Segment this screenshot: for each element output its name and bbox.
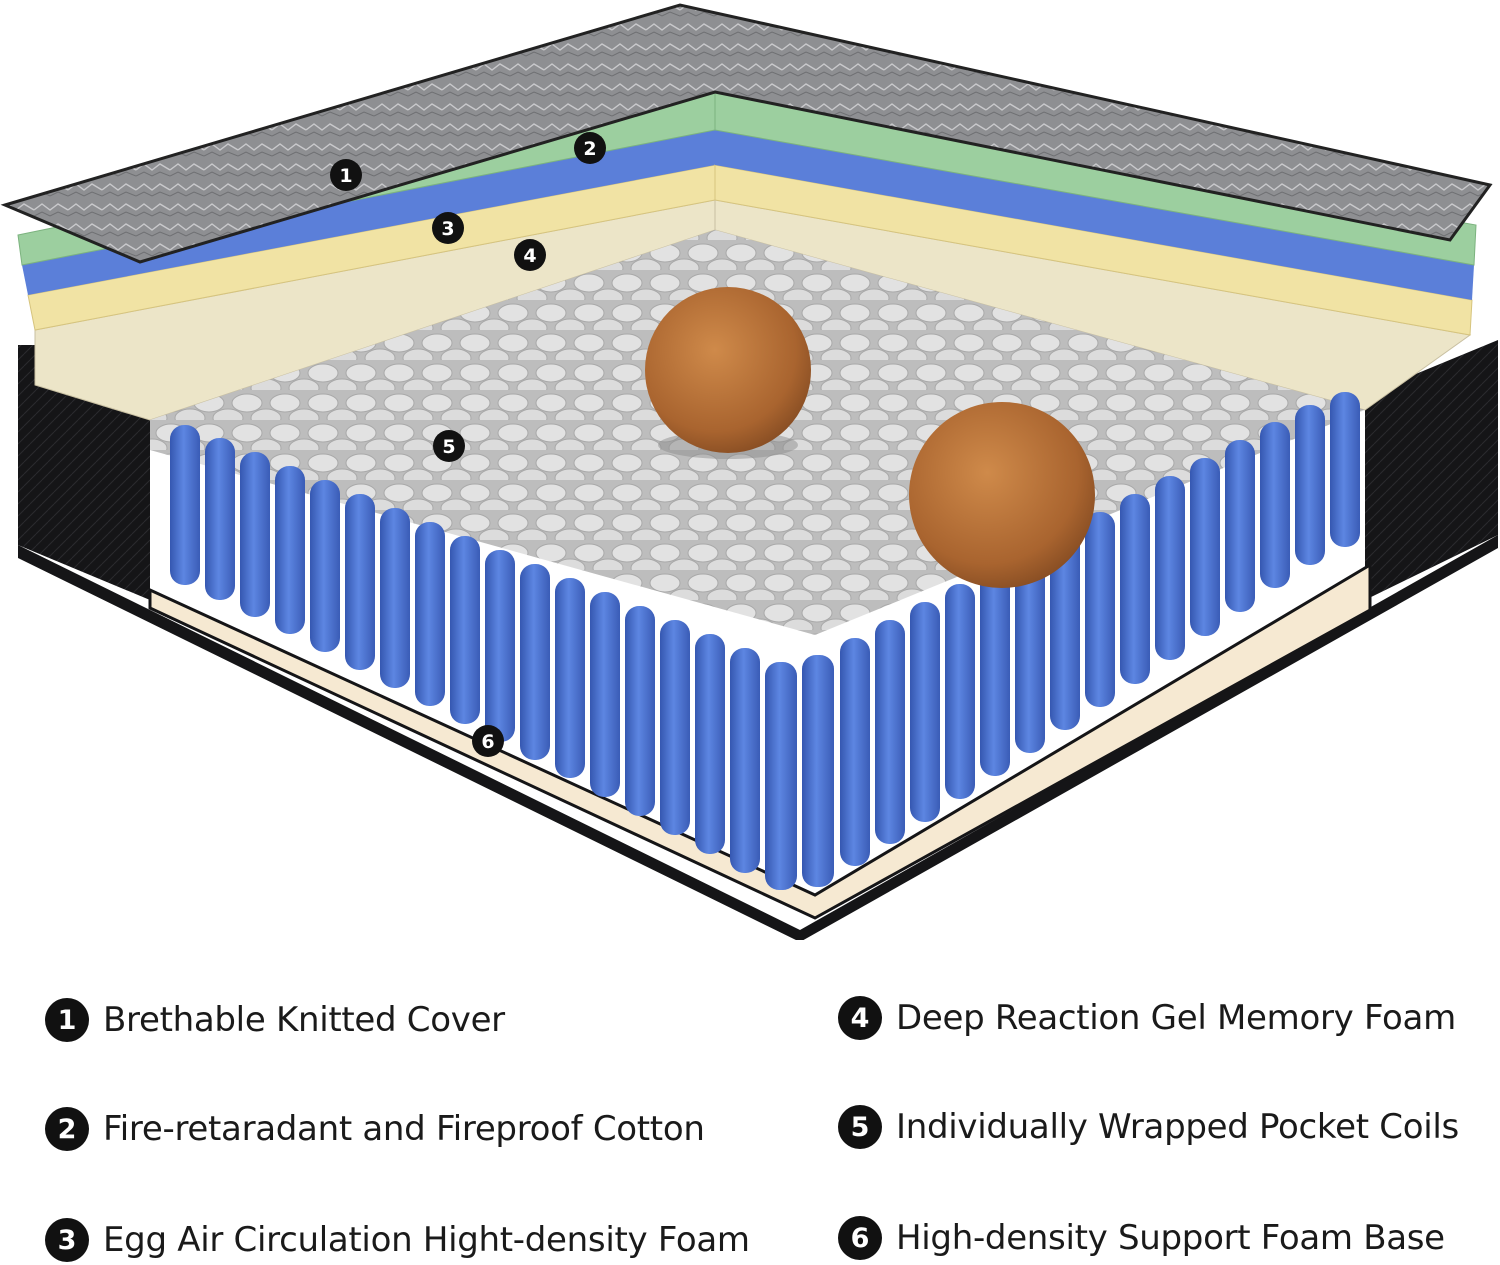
legend-badge-6: 6: [838, 1216, 882, 1260]
svg-text:5: 5: [442, 436, 455, 458]
marker-5: 5: [433, 430, 465, 462]
marker-2: 2: [574, 132, 606, 164]
legend-item-4: 4 Deep Reaction Gel Memory Foam: [838, 994, 1456, 1042]
legend-label-4: Deep Reaction Gel Memory Foam: [896, 998, 1456, 1038]
legend-item-2: 2 Fire-retaradant and Fireproof Cotton: [45, 1105, 705, 1153]
pressure-ball-left: [645, 287, 811, 453]
svg-text:1: 1: [339, 165, 352, 187]
marker-4: 4: [514, 239, 546, 271]
legend-item-6: 6 High-density Support Foam Base: [838, 1214, 1445, 1262]
knitted-cover-layer: [0, 3, 1493, 264]
yellow-foam-layer-right: [714, 164, 1473, 336]
legend-label-6: High-density Support Foam Base: [896, 1218, 1445, 1258]
mattress-side-right: [1365, 340, 1498, 600]
svg-text:4: 4: [523, 245, 536, 267]
legend-label-2: Fire-retaradant and Fireproof Cotton: [103, 1109, 705, 1149]
legend-item-1: 1 Brethable Knitted Cover: [45, 996, 505, 1044]
blue-foam-layer-left: [22, 130, 715, 295]
blue-coil-row-left: [170, 425, 797, 890]
legend-item-3: 3 Egg Air Circulation Hight-density Foam: [45, 1216, 750, 1264]
svg-text:3: 3: [441, 218, 454, 240]
marker-3: 3: [432, 212, 464, 244]
legend-badge-1: 1: [45, 998, 89, 1042]
blue-coil-row-right: [802, 392, 1360, 887]
svg-text:2: 2: [583, 138, 596, 160]
legend-badge-3: 3: [45, 1218, 89, 1262]
legend-label-5: Individually Wrapped Pocket Coils: [896, 1107, 1459, 1147]
legend-label-1: Brethable Knitted Cover: [103, 1000, 505, 1040]
pressure-ball-right: [909, 402, 1095, 588]
legend-badge-2: 2: [45, 1107, 89, 1151]
mattress-cutaway-illustration: 1 2 3 4 5 6: [0, 3, 1498, 940]
legend-badge-4: 4: [838, 996, 882, 1040]
marker-6: 6: [472, 725, 504, 757]
support-foam-base: [148, 562, 1372, 920]
blue-foam-layer-right: [715, 130, 1474, 300]
layer-legend: 1 Brethable Knitted Cover 2 Fire-retarad…: [0, 960, 1500, 1265]
legend-label-3: Egg Air Circulation Hight-density Foam: [103, 1220, 750, 1260]
svg-text:6: 6: [481, 731, 494, 753]
legend-item-5: 5 Individually Wrapped Pocket Coils: [838, 1103, 1459, 1151]
legend-badge-5: 5: [838, 1105, 882, 1149]
marker-1: 1: [330, 159, 362, 191]
